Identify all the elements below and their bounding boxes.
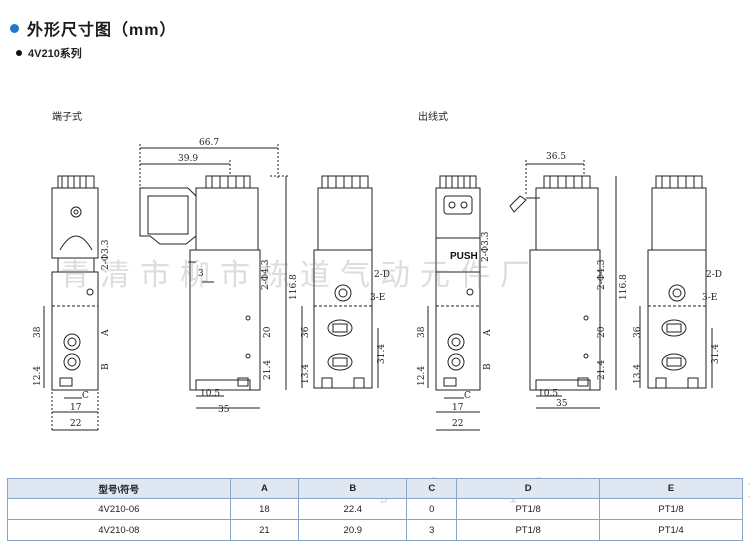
dim-2-d-right: 2-D: [706, 270, 722, 280]
dim-20: 20: [263, 326, 273, 338]
series-header: 4V210系列: [16, 45, 82, 61]
dim-3-e-right: 3-E: [702, 293, 717, 303]
spec-table: 型号\符号 A B C D E 4V210-06 18 22.4 0 PT1/8…: [7, 478, 743, 541]
label-c: C: [82, 391, 89, 401]
dim-38: 38: [33, 326, 43, 338]
col-header-c: C: [406, 478, 458, 499]
dim-12-4: 12.4: [33, 366, 43, 386]
col-header-model: 型号\符号: [7, 478, 231, 499]
cell-model: 4V210-06: [7, 498, 231, 520]
wired-type-label: 出线式: [418, 112, 448, 123]
dim-17: 17: [70, 403, 82, 413]
dim-13-4: 13.4: [301, 364, 311, 384]
cell-b: 22.4: [298, 498, 408, 520]
dim-17-right: 17: [452, 403, 464, 413]
view-1-side: [51, 175, 99, 391]
cell-a: 21: [229, 519, 300, 541]
dim-2-phi-4-3: 2-Φ4.3: [261, 259, 271, 290]
cell-a: 18: [229, 498, 300, 520]
view-3-ports: [301, 175, 379, 389]
dim-3: 3: [198, 269, 204, 279]
bullet-icon: [10, 23, 19, 33]
cell-c: 0: [406, 498, 458, 520]
dim-10-5: 10.5: [200, 389, 220, 399]
dim-36-5: 36.5: [546, 152, 566, 162]
terminal-type-label: 端子式: [52, 112, 82, 123]
dim-3-e: 3-E: [370, 293, 385, 303]
cell-d: PT1/8: [456, 498, 601, 520]
cell-b: 20.9: [298, 519, 408, 541]
dim-31-4-right: 31.4: [711, 344, 721, 364]
view-4-side-wired: [427, 175, 481, 431]
push-label: PUSH: [450, 251, 478, 262]
series-title: 4V210系列: [28, 48, 82, 60]
col-header-e: E: [599, 478, 743, 499]
view-5-front-wired: [509, 160, 617, 409]
cell-c: 3: [406, 519, 458, 541]
watermark-cn: 青清市柳市栋道气动元件厂: [60, 258, 540, 293]
dim-66-7: 66.7: [199, 138, 219, 148]
dim-36: 36: [301, 326, 311, 338]
dim-20-right: 20: [597, 326, 607, 338]
cell-model: 4V210-08: [7, 519, 231, 541]
label-a: A: [101, 329, 111, 337]
small-bullet-icon: [16, 50, 22, 56]
cell-d: PT1/8: [456, 519, 601, 541]
dim-2-phi-3-3-right: 2-Φ3.3: [481, 231, 491, 262]
col-header-a: A: [229, 478, 300, 499]
dim-21-4: 21.4: [263, 360, 273, 380]
dim-116-8: 116.8: [289, 274, 299, 300]
section-header: 外形尺寸图（mm）: [10, 16, 176, 40]
dim-13-4-right: 13.4: [633, 364, 643, 384]
dim-21-4-right: 21.4: [597, 360, 607, 380]
cell-e: PT1/4: [599, 519, 743, 541]
label-c-right: C: [464, 391, 471, 401]
dim-35: 35: [218, 405, 230, 415]
dim-2-d: 2-D: [374, 270, 390, 280]
label-b-right: B: [483, 363, 493, 370]
dim-2-phi-3-3: 2-Φ3.3: [101, 239, 111, 270]
view-2-front: [139, 144, 290, 409]
dim-38-right: 38: [417, 326, 427, 338]
label-b: B: [101, 363, 111, 370]
dim-2-phi-4-3-right: 2-Φ4.3: [597, 259, 607, 290]
section-title: 外形尺寸图（mm）: [27, 22, 177, 39]
dim-22-right: 22: [452, 419, 463, 429]
dim-22: 22: [70, 419, 81, 429]
table-row: 4V210-08 21 20.9 3 PT1/8 PT1/4: [7, 519, 743, 541]
cell-e: PT1/8: [599, 498, 743, 520]
table-row: 4V210-06 18 22.4 0 PT1/8 PT1/8: [7, 498, 743, 520]
dim-31-4: 31.4: [377, 344, 387, 364]
label-a-right: A: [483, 329, 493, 337]
col-header-b: B: [298, 478, 408, 499]
dimension-drawing: 66.7 39.9 116.8 2-Φ3.3 2-Φ4.3 2-D 3-E 38…: [33, 138, 722, 432]
col-header-d: D: [456, 478, 601, 499]
dim-36-right: 36: [633, 326, 643, 338]
dim-39-9: 39.9: [178, 154, 198, 164]
dim-12-4-right: 12.4: [417, 366, 427, 386]
dim-10-5-right: 10.5: [538, 389, 558, 399]
dim-116-8-right: 116.8: [619, 274, 629, 300]
table-header-row: 型号\符号 A B C D E: [7, 478, 743, 499]
dim-35-right: 35: [556, 399, 568, 409]
view-6-ports-wired: [639, 175, 713, 389]
